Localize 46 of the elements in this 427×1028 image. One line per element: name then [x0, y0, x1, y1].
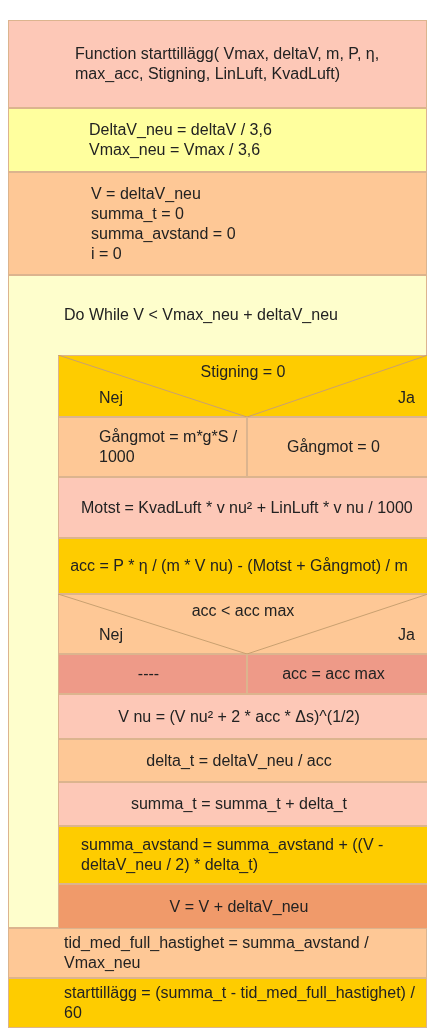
statement-block [58, 826, 427, 884]
statement-text: i = 0 [91, 243, 122, 264]
statement-text: Vmax_neu = Vmax / 3,6 [89, 140, 261, 160]
statement-text: DeltaV_neu = deltaV / 3,6 [89, 120, 272, 140]
branch-block [58, 654, 247, 694]
branch-label: Nej [99, 625, 123, 645]
statement-text: Motst = KvadLuft * v nu² + LinLuft * v nu / 1000 [81, 497, 413, 518]
statement-text: delta_t = deltaV_neu / acc [146, 750, 332, 771]
statement-text: summa_avstand = 0 [91, 223, 236, 244]
condition-text: acc < acc max [191, 601, 295, 621]
condition-text: Stigning = 0 [200, 362, 286, 382]
statement-text: Gångmot = m*g*S / 1000 [99, 427, 238, 467]
statement-text: V = deltaV_neu [91, 183, 201, 204]
statement-text: V = V + deltaV_neu [169, 896, 309, 917]
statement-text: V nu = (V nu² + 2 * acc * Δs)^(1/2) [118, 706, 360, 727]
statement-block [8, 978, 427, 1028]
statement-block [58, 477, 427, 538]
loop-condition-text: Do While V < Vmax_neu + deltaV_neu [64, 305, 338, 325]
statement-text: tid_med_full_hastighet = summa_avstand / Vmax_neu [64, 933, 370, 973]
statement-text: ---- [137, 664, 160, 684]
statement-text: summa_t = summa_t + delta_t [130, 794, 348, 814]
statement-block [8, 928, 427, 978]
decision-block [58, 594, 427, 654]
statement-block [8, 172, 427, 275]
statement-text: starttillägg = (summa_t - tid_med_full_hastighet) / 60 [64, 983, 416, 1023]
branch-label: Ja [398, 388, 415, 408]
branch-block [247, 654, 427, 694]
statement-text: acc = P * η / (m * V nu) - (Motst + Gångmot) / m [70, 556, 408, 576]
statement-text: acc = acc max [282, 664, 385, 684]
statement-text: Gångmot = 0 [287, 437, 380, 457]
statement-text: summa_avstand = summa_avstand + ((V - deltaV_neu / 2) * delta_t) [81, 835, 385, 875]
decision-block [58, 355, 427, 417]
statement-block [8, 108, 427, 172]
statement-text: Function starttillägg( Vmax, deltaV, m, P, η, max_acc, Stigning, LinLuft, KvadLuft) [75, 44, 381, 84]
function-header-block [8, 20, 427, 108]
statement-block [58, 884, 427, 929]
branch-label: Ja [398, 625, 415, 645]
statement-block [58, 782, 427, 826]
branch-block [58, 417, 247, 477]
statement-text: summa_t = 0 [91, 203, 184, 224]
branch-label: Nej [99, 388, 123, 408]
statement-block [58, 694, 427, 739]
statement-block [58, 739, 427, 782]
statement-block [58, 538, 427, 594]
loop-block [8, 275, 427, 928]
branch-block [247, 417, 427, 477]
